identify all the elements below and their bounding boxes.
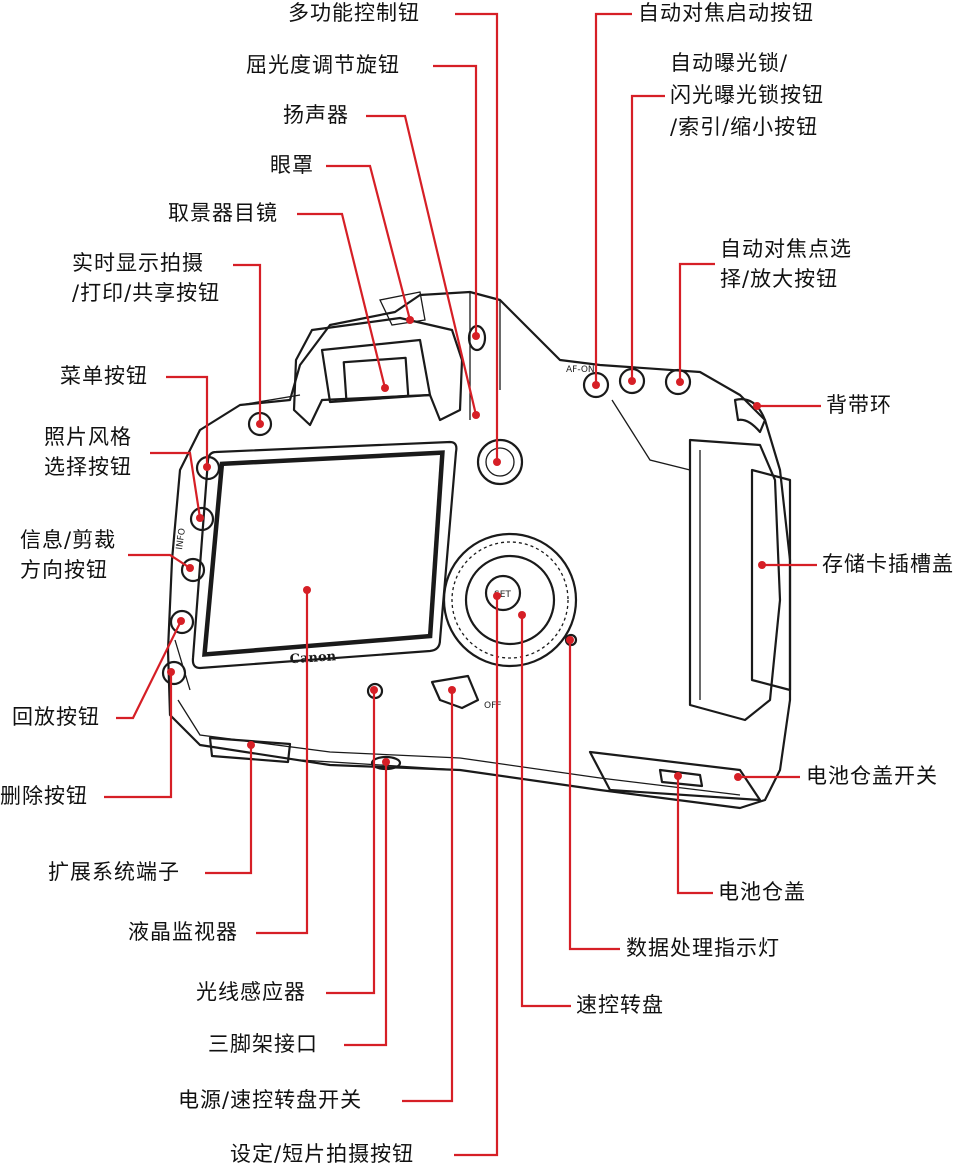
label-erase: 删除按钮 [0, 784, 88, 808]
set-button-mark: SET [494, 590, 511, 600]
erase-button-shape [161, 660, 187, 686]
label-ae-lock-line1: 自动曝光锁/ [670, 51, 789, 75]
label-info-line2: 方向按钮 [20, 558, 108, 582]
label-battery-cover: 电池仓盖 [718, 880, 806, 904]
label-power-switch: 电源/速控转盘开关 [178, 1088, 363, 1112]
label-multi-controller: 多功能控制钮 [288, 1, 420, 25]
label-extension-terminal: 扩展系统端子 [48, 860, 180, 884]
label-live-view-line2: /打印/共享按钮 [72, 281, 221, 305]
label-access-lamp: 数据处理指示灯 [626, 936, 780, 960]
label-live-view-line1: 实时显示拍摄 [72, 251, 204, 275]
label-eyecup: 眼罩 [270, 153, 314, 177]
label-af-point-line1: 自动对焦点选 [720, 237, 852, 261]
strap-lug [733, 398, 767, 434]
label-picture-style-line2: 选择按钮 [44, 455, 132, 479]
af-on-mark: AF-ON [566, 365, 595, 375]
label-diopter: 屈光度调节旋钮 [246, 53, 400, 77]
label-playback: 回放按钮 [12, 705, 100, 729]
power-switch-shape [430, 674, 480, 710]
label-speaker: 扬声器 [283, 103, 349, 127]
brand-logo: Canon [289, 649, 337, 667]
battery-cover-shape [588, 750, 762, 802]
camera-body-outline [166, 290, 792, 810]
picture-style-button-shape [189, 506, 215, 532]
power-off-mark: OFF [484, 701, 501, 711]
label-strap-mount: 背带环 [826, 393, 892, 417]
label-picture-style-line1: 照片风格 [44, 425, 132, 449]
label-ae-lock-line3: /索引/缩小按钮 [670, 115, 819, 139]
leader-lines [104, 12, 821, 1157]
multi-controller-shape [476, 438, 524, 486]
grip-shape [688, 438, 782, 722]
label-set-button: 设定/短片拍摄按钮 [230, 1142, 415, 1166]
playback-button-shape [169, 609, 195, 635]
label-af-start: 自动对焦启动按钮 [638, 1, 814, 25]
label-quick-dial: 速控转盘 [576, 993, 664, 1017]
extension-terminal-shape [208, 736, 292, 764]
set-button-shape [484, 574, 522, 612]
label-af-point-line2: 择/放大按钮 [720, 267, 839, 291]
info-button-mark: INFO [175, 528, 188, 551]
eyecup-shape [292, 316, 464, 427]
battery-lever-shape [658, 768, 704, 788]
info-button-shape [180, 557, 206, 583]
label-lcd-monitor: 液晶监视器 [128, 920, 238, 944]
label-ae-lock-line2: 闪光曝光锁按钮 [670, 83, 824, 107]
label-eyepiece: 取景器目镜 [168, 201, 278, 225]
label-info-line1: 信息/剪裁 [20, 528, 117, 552]
eyepiece-window [342, 356, 410, 402]
label-battery-lever: 电池仓盖开关 [806, 764, 938, 788]
label-card-slot-cover: 存储卡插槽盖 [822, 552, 954, 576]
label-tripod-socket: 三脚架接口 [208, 1032, 318, 1056]
af-point-button-shape [664, 368, 692, 396]
card-slot-cover [750, 468, 792, 692]
leader-dots [167, 316, 766, 781]
label-light-sensor: 光线感应器 [196, 980, 306, 1004]
label-menu: 菜单按钮 [60, 364, 148, 388]
quick-control-dial [442, 532, 578, 668]
